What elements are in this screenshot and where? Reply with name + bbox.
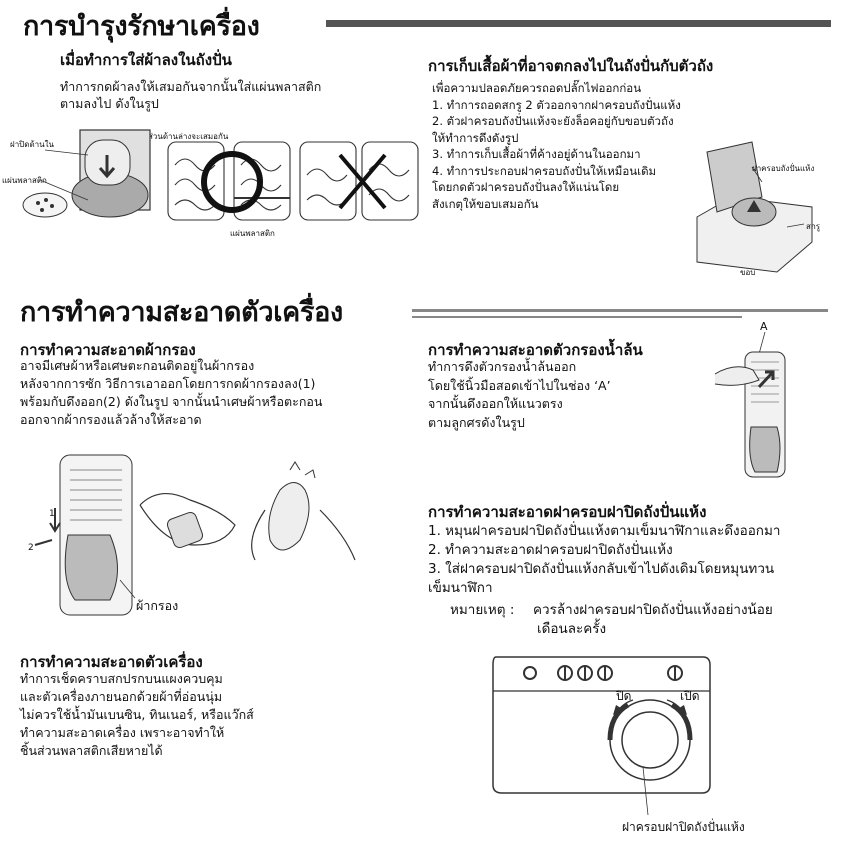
text-line: พร้อมกับดึงออก(2) ดังในรูป จากนั้นนำเศษผ… (20, 394, 323, 409)
label-screw: สกรู (806, 222, 821, 231)
step-line: 2. ทำความสะอาดฝาครอบฝาปิดถังปั่นแห้ง (428, 542, 673, 558)
text-line: ชิ้นส่วนพลาสติกเสียหายได้ (20, 743, 163, 758)
step-line: โดยกดตัวฝาครอบถังปั่นลงให้แน่นโดย (432, 180, 620, 194)
text-line: อาจมีเศษผ้าหรือเศษตะกอนติดอยู่ในผ้ากรอง (20, 358, 255, 373)
step-line: 1. ทำการถอดสกรู 2 ตัวออกจากฝาครอบถังปั่น… (432, 97, 681, 112)
label-plastic-sheet-bottom: แผ่นพลาสติก (230, 229, 275, 238)
text-line: เพื่อความปลอดภัยควรถอดปลั๊กไฟออกก่อน (432, 81, 642, 95)
heading-spin-lid-cover: การทำความสะอาดฝาครอบฝาปิดถังปั่นแห้ง (428, 503, 707, 521)
text-line: ออกจากผ้ากรองแล้วล้างให้สะอาด (20, 412, 202, 427)
step-line: 3. ทำการเก็บเสื้อผ้าที่ค้างอยู่ด้านในออก… (432, 147, 641, 161)
label-plastic-sheet: แผ่นพลาสติก (2, 176, 47, 185)
step-line: เข็มนาฬิกา (428, 580, 493, 596)
label-spin-cover: ฝาครอบถังปั่นแห้ง (752, 164, 815, 173)
section-divider (412, 316, 742, 318)
heading-overflow-filter: การทำความสะอาดตัวกรองน้ำล้น (428, 341, 643, 359)
text-line: ทำความสะอาดเครื่อง เพราะอาจทำให้ (20, 725, 225, 740)
text-line: และตัวเครื่องภายนอกด้วยผ้าที่อ่อนนุ่ม (20, 689, 223, 704)
step-line: 3. ใส่ฝาครอบฝาปิดถังปั่นแห้งกลับเข้าไปดั… (428, 561, 775, 577)
text-line: ทำการเช็ดคราบสกปรกบนแผงควบคุม (20, 671, 223, 686)
heading-retrieve-clothes: การเก็บเสื้อผ้าที่อาจตกลงไปในถังปั่นกับต… (428, 57, 714, 75)
step-line: 4. ทำการประกอบฝาครอบถังปั่นให้เหมือนเดิม (432, 163, 657, 178)
note-line: เดือนละครั้ง (537, 621, 607, 637)
text-line: ตามลูกศรดังในรูป (428, 414, 525, 430)
text-line: ตามลงไป ดังในรูป (60, 96, 159, 111)
text-line: ไม่ควรใช้น้ำมันเบนซิน, ทินเนอร์, หรือแว๊… (20, 707, 254, 722)
section-title-maintenance: การบำรุงรักษาเครื่อง (23, 11, 260, 42)
text-line: โดยใช้นิ้วมือสอดเข้าไปในช่อง ‘A’ (428, 377, 611, 393)
marker-1: 1 (49, 509, 55, 519)
note-label: หมายเหตุ : (450, 602, 515, 618)
load-clothes-text: ทำการกดผ้าลงให้เสมอกันจากนั้นใส่แผ่นพลาส… (60, 78, 321, 112)
text-line: จากนั้นดึงออกให้แนวตรง (428, 396, 563, 411)
section-title-cleaning: การทำความสะอาดตัวเครื่อง (20, 297, 343, 328)
spin-lid-illustration (492, 656, 711, 816)
wrong-mark-icon (338, 153, 387, 210)
retrieve-clothes-text: เพื่อความปลอดภัยควรถอดปลั๊กไฟออกก่อน 1. … (432, 80, 681, 212)
lint-filter-illustration (34, 454, 356, 616)
correct-mark-icon (201, 151, 263, 213)
spin-lid-steps: 1. หมุนฝาครอบฝาปิดถังปั่นแห้งตามเข็มนาฬิ… (428, 522, 780, 598)
section-divider (412, 309, 828, 312)
label-close: ปิด (616, 689, 632, 703)
spin-cover-illustration (696, 141, 813, 273)
note-text: ควรล้างฝาครอบฝาปิดถังปั่นแห้งอย่างน้อย เ… (533, 601, 773, 639)
label-lint-filter: ผ้ากรอง (136, 598, 179, 613)
heading-lint-filter: การทำความสะอาดผ้ากรอง (20, 341, 196, 359)
label-edge: ขอบ (740, 268, 756, 277)
heading-body-cleaning: การทำความสะอาดตัวเครื่อง (20, 653, 203, 671)
step-line: 1. หมุนฝาครอบฝาปิดถังปั่นแห้งตามเข็มนาฬิ… (428, 523, 781, 539)
text-line: หลังจากการซัก วิธีการเอาออกโดยการกดผ้ากร… (20, 376, 316, 391)
marker-2: 2 (28, 543, 34, 553)
load-clothes-illustration (22, 129, 419, 221)
text-line: ทำการกดผ้าลงให้เสมอกันจากนั้นใส่แผ่นพลาส… (60, 79, 322, 94)
step-line: ให้ทำการดึงดังรูป (432, 130, 519, 145)
note-line: ควรล้างฝาครอบฝาปิดถังปั่นแห้งอย่างน้อย (533, 602, 773, 618)
text-line: ทำการดึงตัวกรองน้ำล้นออก (428, 359, 577, 374)
overflow-filter-illustration (714, 331, 786, 478)
label-inner-lid: ฝาปิดด้านใน (10, 140, 54, 149)
section-divider (326, 20, 831, 27)
label-slot-a: A (760, 320, 768, 333)
lint-filter-text: อาจมีเศษผ้าหรือเศษตะกอนติดอยู่ในผ้ากรอง … (20, 357, 322, 429)
heading-load-clothes: เมื่อทำการใส่ผ้าลงในถังปั่น (60, 51, 232, 69)
step-line: สังเกตุให้ขอบเสมอกัน (432, 196, 539, 211)
body-cleaning-text: ทำการเช็ดคราบสกปรกบนแผงควบคุม และตัวเครื… (20, 670, 254, 760)
overflow-filter-text: ทำการดึงตัวกรองน้ำล้นออก โดยใช้นิ้วมือสอ… (428, 358, 611, 432)
step-line: 2. ตัวฝาครอบถังปั่นแห้งจะยังล็อคอยู่กับข… (432, 114, 674, 128)
label-spin-lid-cover: ฝาครอบฝาปิดถังปั่นแห้ง (622, 820, 745, 834)
label-open: เปิด (680, 689, 700, 703)
label-lower-part-level: ส่วนด้านล่างจะเสมอกัน (148, 132, 229, 141)
